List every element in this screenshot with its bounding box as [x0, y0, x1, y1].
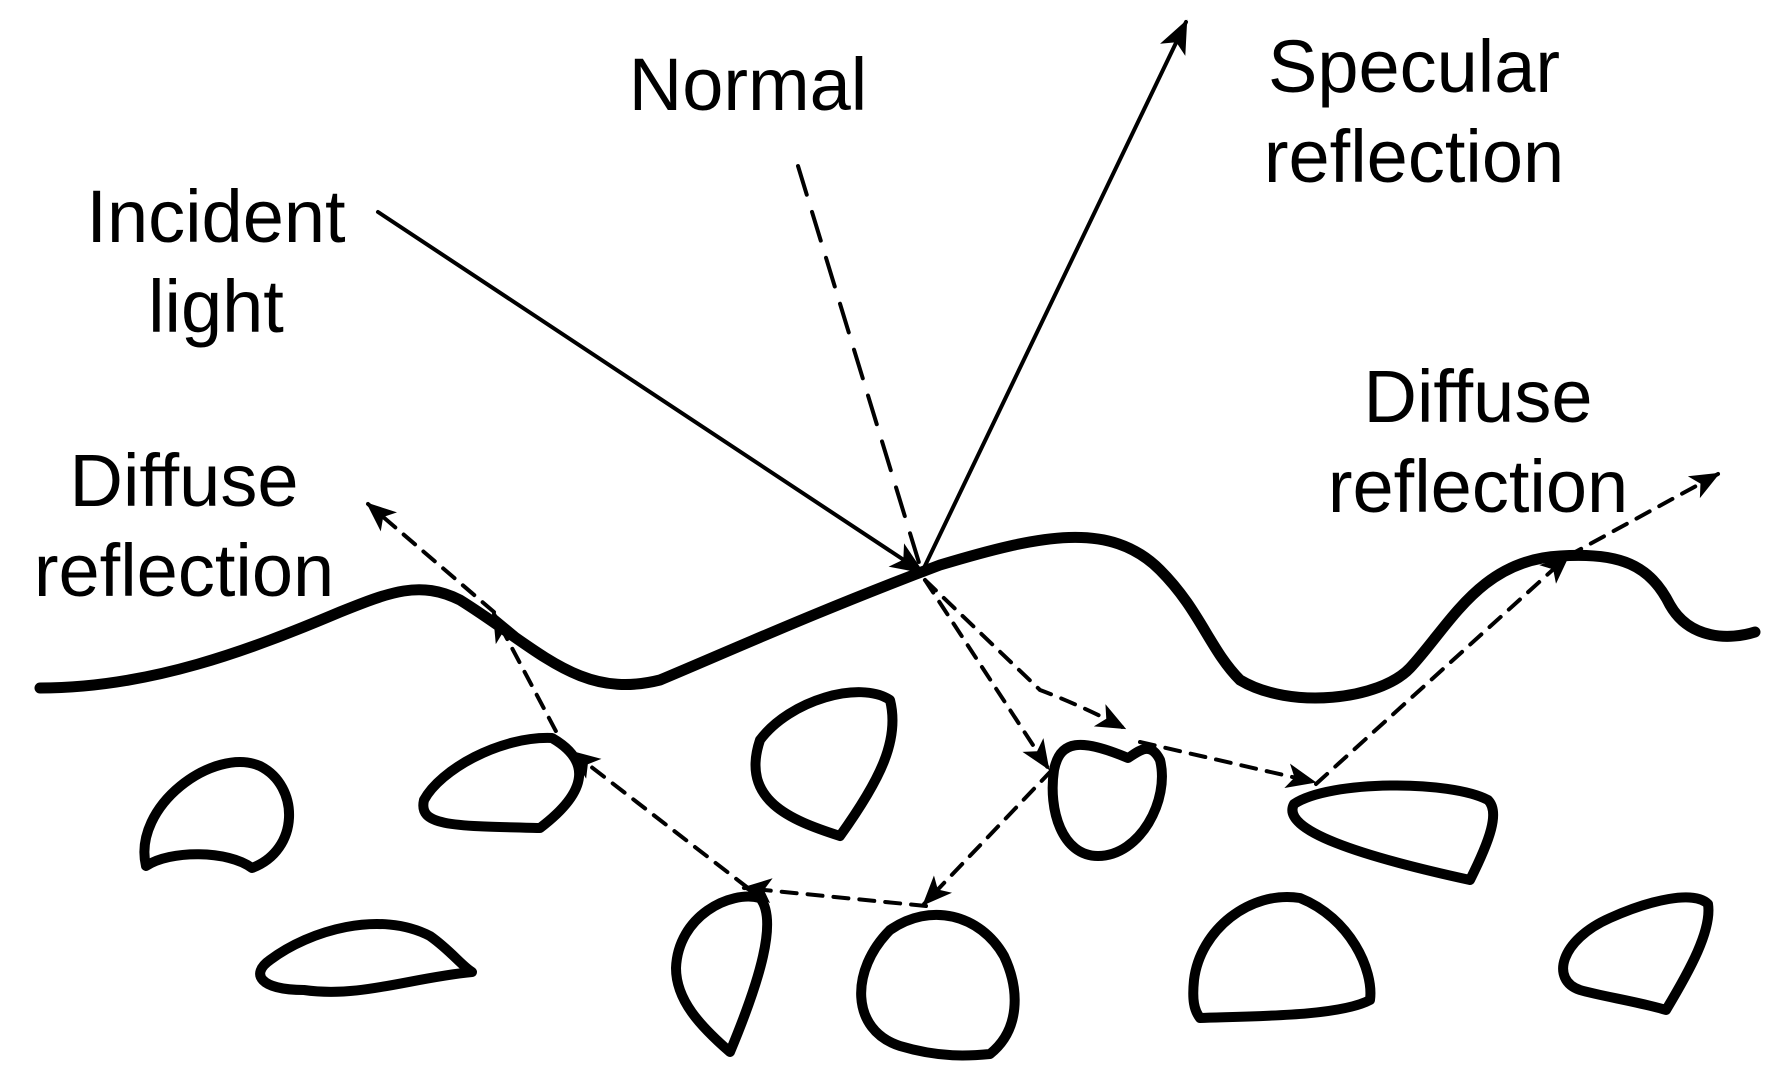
label-incident-line1: Incident [86, 175, 346, 258]
label-specular-line1: Specular [1268, 25, 1560, 108]
particle [750, 687, 898, 841]
particle [1287, 780, 1499, 885]
label-diffuse-right-line1: Diffuse [1364, 355, 1593, 438]
diffuse-path-segment [923, 578, 1050, 771]
label-diffuse-left-line2: reflection [34, 529, 334, 612]
diffuse-path-segment [1314, 554, 1570, 786]
diffuse-path-segment [922, 768, 1054, 906]
label-incident-line2: light [148, 265, 284, 348]
diffuse-path-segment [492, 611, 570, 756]
label-normal: Normal [629, 43, 867, 126]
diffuse-path-segment [741, 878, 928, 908]
incident-light-ray [376, 210, 925, 574]
particles [139, 687, 1714, 1061]
label-diffuse-left-line1: Diffuse [70, 439, 299, 522]
diffuse-light-paths [366, 472, 1721, 908]
particle [1047, 739, 1167, 861]
particle [418, 732, 584, 833]
surface-normal-line [796, 164, 922, 568]
particle [255, 919, 477, 997]
particle [139, 757, 295, 873]
particle [1558, 892, 1714, 1015]
diffuse-path-segment [1138, 740, 1317, 789]
particle [856, 909, 1020, 1061]
label-specular-line2: reflection [1264, 115, 1564, 198]
particle [671, 891, 773, 1057]
diffuse-path-segment [366, 502, 496, 614]
diffuse-path-segment [1566, 472, 1721, 558]
specular-reflection-ray [920, 19, 1188, 574]
diffuse-path-segment [923, 578, 1127, 730]
diffuse-path-segment [570, 750, 750, 890]
particle [1188, 891, 1376, 1023]
label-diffuse-right-line2: reflection [1328, 445, 1628, 528]
